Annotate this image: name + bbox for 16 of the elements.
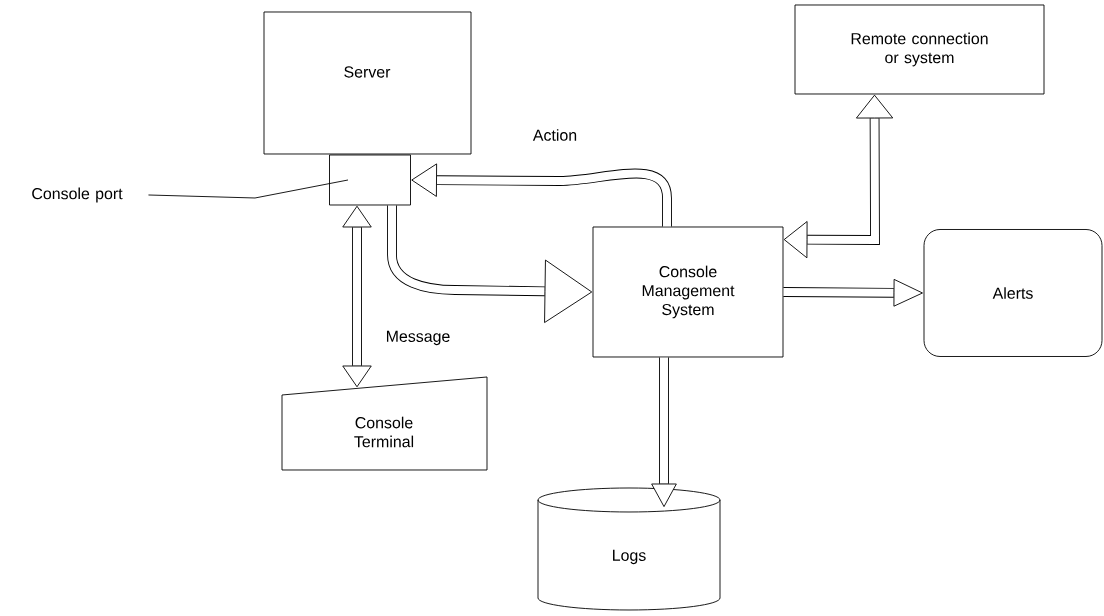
database-cylinder: Logs	[537, 487, 721, 611]
edge-label: Action	[531, 128, 579, 142]
server-box: Server	[263, 11, 472, 155]
process-box: Remote connection or system	[794, 4, 1045, 95]
process-box: Console Management System	[592, 226, 784, 358]
block-arrow	[387, 205, 593, 323]
port-label: Console port	[32, 187, 123, 203]
leader-line	[148, 179, 349, 199]
block-arrow	[651, 357, 677, 508]
block-arrow	[411, 163, 672, 227]
node-label: Logs	[613, 549, 646, 565]
block-arrow	[783, 278, 923, 307]
edge-label: Message	[384, 329, 452, 347]
alert-box: Alerts	[923, 229, 1103, 357]
block-arrow	[342, 205, 372, 388]
block-arrow	[783, 94, 894, 259]
